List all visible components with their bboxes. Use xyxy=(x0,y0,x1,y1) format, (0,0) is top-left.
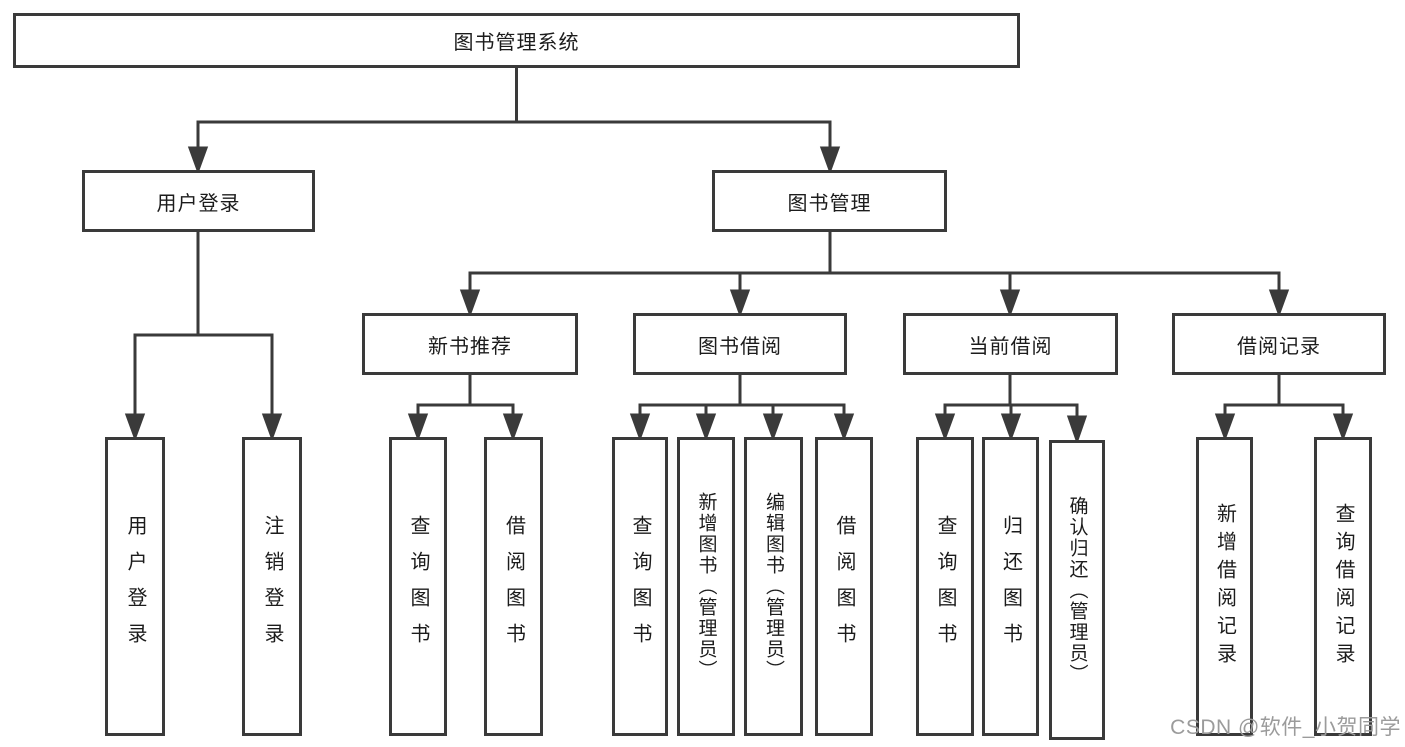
leaf-query-books-recommend: 查询图书 xyxy=(389,437,447,736)
watermark: CSDN @软件_小贺同学 xyxy=(1170,716,1401,739)
leaf-query-books-borrow: 查询图书 xyxy=(612,437,668,736)
leaf-add-borrow-record: 新增借阅记录 xyxy=(1196,437,1253,736)
leaf-query-borrow-record: 查询借阅记录 xyxy=(1314,437,1372,736)
leaf-confirm-return-admin: 确认归还（管理员） xyxy=(1049,440,1105,740)
leaf-logout: 注销登录 xyxy=(242,437,302,736)
node-library-management-system: 图书管理系统 xyxy=(13,13,1020,68)
leaf-add-books-admin: 新增图书（管理员） xyxy=(677,437,735,736)
leaf-query-books-current: 查询图书 xyxy=(916,437,974,736)
node-new-book-recommend: 新书推荐 xyxy=(362,313,578,375)
node-user-login: 用户登录 xyxy=(82,170,315,232)
node-borrowing-records: 借阅记录 xyxy=(1172,313,1386,375)
leaf-borrow-books: 借阅图书 xyxy=(815,437,873,736)
leaf-user-login: 用户登录 xyxy=(105,437,165,736)
node-current-borrowing: 当前借阅 xyxy=(903,313,1118,375)
leaf-return-books: 归还图书 xyxy=(982,437,1039,736)
node-book-borrowing: 图书借阅 xyxy=(633,313,847,375)
leaf-borrow-books-recommend: 借阅图书 xyxy=(484,437,543,736)
leaf-edit-books-admin: 编辑图书（管理员） xyxy=(744,437,803,736)
node-book-management: 图书管理 xyxy=(712,170,947,232)
